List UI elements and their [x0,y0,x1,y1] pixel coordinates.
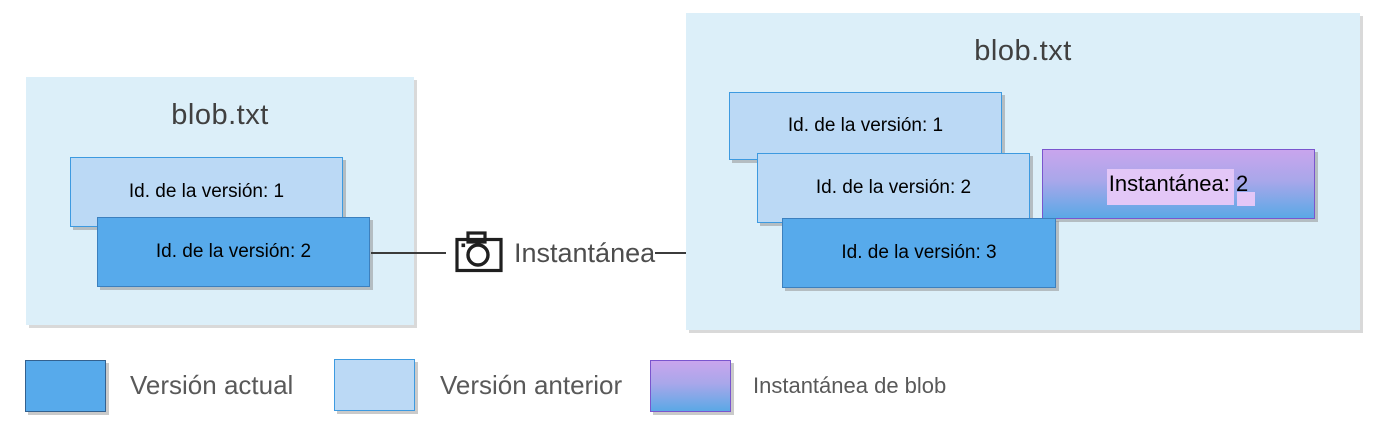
right-version-2-box: Id. de la versión: 2 [757,153,1030,223]
snapshot-text-highlight [1107,169,1234,205]
left-version-2-box: Id. de la versión: 2 [97,217,370,287]
right-version-3-box: Id. de la versión: 3 [782,218,1056,288]
legend-label-blob-snapshot: Instantánea de blob [753,373,947,398]
version-label: Id. de la versión: 1 [128,181,285,202]
version-label: Id. de la versión: 2 [155,241,312,262]
right-blob-title: blob.txt [974,35,1072,67]
version-label: Id. de la versión: 3 [841,242,997,263]
connector-line-left [371,252,446,254]
snapshot-label: Instantánea: 2 [1108,171,1249,196]
snapshot-action-label: Instantánea [514,238,656,268]
left-blob-container: blob.txt Id. de la versión: 1 Id. de la … [26,77,414,325]
right-blob-container: blob.txt Id. de la versión: 1 Id. de la … [686,13,1360,330]
legend-swatch-current-version [25,360,106,412]
version-label: Id. de la versión: 1 [787,115,944,136]
snapshot-text-highlight-fragment [1237,192,1255,206]
legend-swatch-blob-snapshot [650,360,731,412]
legend-label-previous-version: Versión anterior [440,370,623,400]
legend-label-current-version: Versión actual [130,370,294,400]
legend-swatch-previous-version [334,359,415,411]
left-blob-title: blob.txt [171,99,269,131]
left-version-1-box: Id. de la versión: 1 [70,157,343,227]
version-label: Id. de la versión: 2 [815,177,972,198]
snapshot-box: Instantánea: 2 [1042,149,1315,219]
camera-icon [455,231,503,278]
right-version-1-box: Id. de la versión: 1 [729,92,1002,160]
